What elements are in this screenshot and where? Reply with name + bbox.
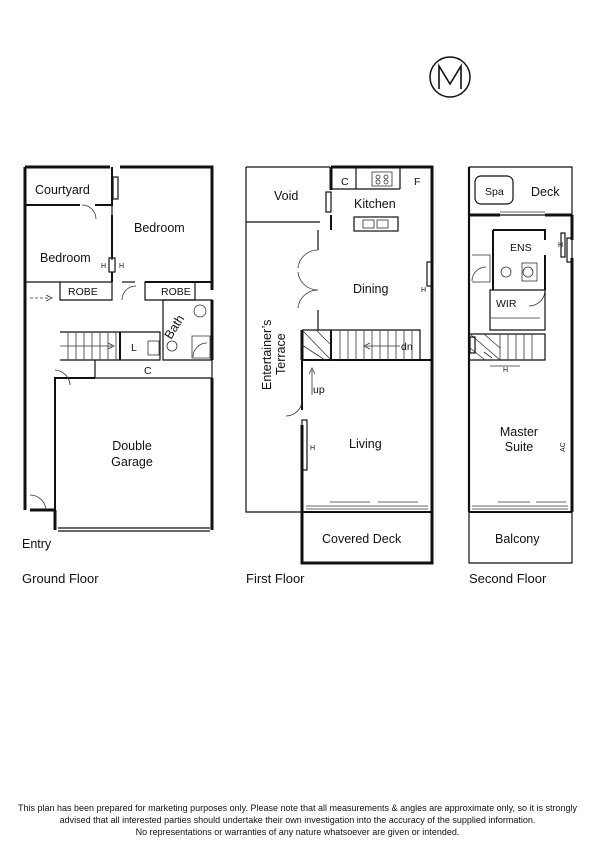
heater-label: H — [421, 287, 426, 294]
second-floor-plan — [467, 166, 574, 564]
cupboard-label: C — [341, 176, 349, 188]
bedroom-label: Bedroom — [134, 221, 185, 235]
second-floor-title: Second Floor — [469, 571, 547, 586]
spa-label: Spa — [485, 186, 504, 198]
master-suite-label: Master — [500, 425, 538, 439]
kitchen-label: Kitchen — [354, 197, 396, 211]
disclaimer: This plan has been prepared for marketin… — [0, 802, 595, 838]
balcony-label: Balcony — [495, 532, 540, 546]
robe-label: ROBE — [161, 286, 191, 298]
terrace-label: Terrace — [274, 333, 288, 375]
laundry-label: L — [131, 342, 137, 354]
bedroom-label: Bedroom — [40, 251, 91, 265]
garage-label: Double — [112, 439, 152, 453]
fridge-label: F — [414, 176, 420, 188]
ac-label: AC — [560, 442, 567, 452]
first-floor-title: First Floor — [246, 571, 305, 586]
bath-label: Bath — [162, 312, 188, 341]
covered-deck-label: Covered Deck — [322, 532, 402, 546]
robe-label: ROBE — [68, 286, 98, 298]
heater-label: H — [101, 263, 106, 270]
garage-label: Garage — [111, 455, 153, 469]
heater-label: H — [558, 242, 563, 249]
courtyard-label: Courtyard — [35, 183, 90, 197]
ensuite-label: ENS — [510, 242, 532, 254]
heater-label: H — [503, 367, 508, 374]
north-arrow-icon — [429, 56, 471, 98]
stairs-down-label: dn — [401, 341, 413, 353]
dining-label: Dining — [353, 282, 388, 296]
deck-label: Deck — [531, 185, 560, 199]
heater-label: H — [310, 445, 315, 452]
living-label: Living — [349, 437, 382, 451]
ground-floor-plan — [23, 165, 214, 532]
wir-label: WIR — [496, 298, 517, 310]
disclaimer-line: advised that all interested parties shou… — [59, 815, 536, 825]
master-suite-label: Suite — [505, 440, 534, 454]
stairs-up-label: up — [313, 384, 325, 396]
entry-label: Entry — [22, 537, 52, 551]
cupboard-label: C — [144, 365, 152, 377]
disclaimer-line: This plan has been prepared for marketin… — [18, 803, 577, 813]
heater-label: H — [119, 263, 124, 270]
disclaimer-line: No representations or warranties of any … — [135, 827, 460, 837]
void-label: Void — [274, 189, 298, 203]
first-floor-plan — [245, 165, 434, 565]
ground-floor-title: Ground Floor — [22, 571, 99, 586]
terrace-label: Entertainer’s — [260, 320, 274, 390]
